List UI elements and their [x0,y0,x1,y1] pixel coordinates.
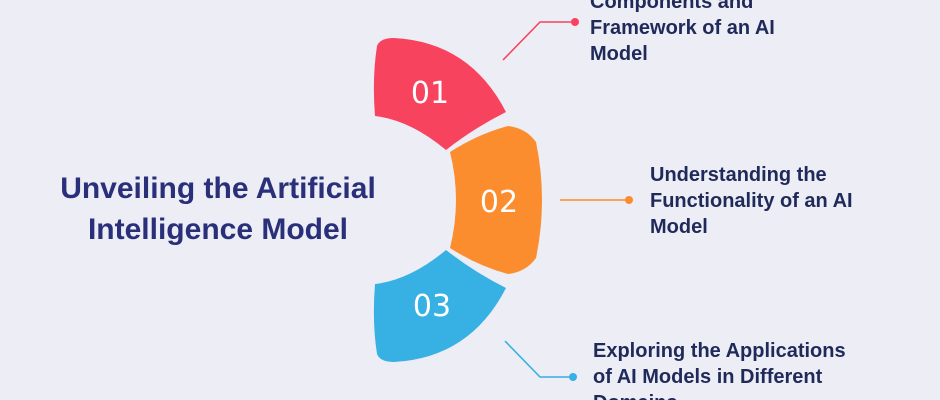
step-01-group: 01 [373,18,579,150]
step-01-segment [373,38,506,150]
step-03-number: 03 [413,289,451,324]
step-01-dot [571,18,579,26]
step-02-group: 02 [450,126,633,274]
step-01-label-line-1: Components and [590,0,754,13]
infographic-title: Unveiling the Artificial Intelligence Mo… [22,168,414,250]
step-03-label-line-2: of AI Models in Different [593,366,823,388]
title-line-2: Intelligence Model [87,213,349,246]
step-01-label: Components and Framework of an AI Model [590,0,840,67]
step-01-number: 01 [411,76,449,111]
step-03-label-line-1: Exploring the Applications [593,340,846,362]
step-03-label-line-3: Domains [593,392,677,400]
title-line-1: Unveiling the Artificial [60,172,376,205]
step-02-label-line-1: Understanding the [650,164,827,186]
step-03-segment [373,250,506,362]
step-02-label-line-2: Functionality of an AI [650,190,853,212]
step-01-label-line-2: Framework of an AI [590,17,775,39]
step-02-label-line-3: Model [650,216,708,238]
step-03-group: 03 [373,250,577,381]
step-02-label: Understanding the Functionality of an AI… [650,162,930,240]
step-01-label-line-3: Model [590,43,648,65]
step-03-label: Exploring the Applications of AI Models … [593,338,913,400]
step-01-connector [502,21,575,61]
step-02-number: 02 [480,185,518,220]
step-02-segment [450,126,542,274]
step-03-connector [504,340,572,378]
step-02-dot [625,196,633,204]
step-03-dot [569,373,577,381]
